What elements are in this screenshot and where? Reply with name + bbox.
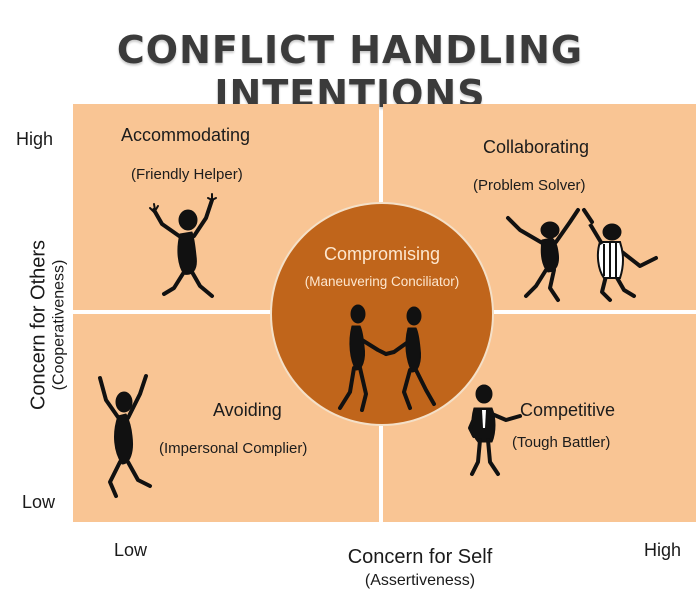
- maneuvering-conciliator-figures: [338, 304, 436, 412]
- accommodating-label: Accommodating: [121, 125, 251, 145]
- accommodating-subtitle: (Friendly Helper): [131, 166, 243, 183]
- impersonal-complier-figure: [98, 374, 152, 498]
- problem-solver-figures: [506, 208, 658, 302]
- friendly-helper-figure: [149, 193, 217, 298]
- x-axis-low-label: Low: [114, 540, 148, 560]
- diagram-title: CONFLICT HANDLING INTENTIONS: [116, 28, 584, 116]
- y-axis-title: Concern for Others: [27, 239, 50, 411]
- compromising-subtitle: (Maneuvering Conciliator): [304, 274, 460, 289]
- avoiding-subtitle: (Impersonal Complier): [159, 440, 308, 457]
- competitive-subtitle: (Tough Battler): [512, 434, 611, 451]
- y-axis-subtitle: (Cooperativeness): [50, 259, 68, 391]
- x-axis-subtitle: (Assertiveness): [364, 572, 476, 589]
- avoiding-label: Avoiding: [213, 400, 282, 420]
- x-axis-title: Concern for Self: [347, 546, 493, 568]
- compromising-circle: [272, 204, 492, 424]
- y-axis-title-group: Concern for Others (Cooperativeness): [28, 240, 69, 410]
- collaborating-label: Collaborating: [483, 137, 590, 157]
- y-axis-high-label: High: [16, 129, 54, 149]
- y-axis-low-label: Low: [22, 492, 56, 512]
- x-axis-high-label: High: [644, 540, 682, 560]
- competitive-label: Competitive: [520, 400, 616, 420]
- compromising-label: Compromising: [323, 244, 441, 264]
- tough-battler-figure: [468, 384, 522, 476]
- collaborating-subtitle: (Problem Solver): [473, 177, 586, 194]
